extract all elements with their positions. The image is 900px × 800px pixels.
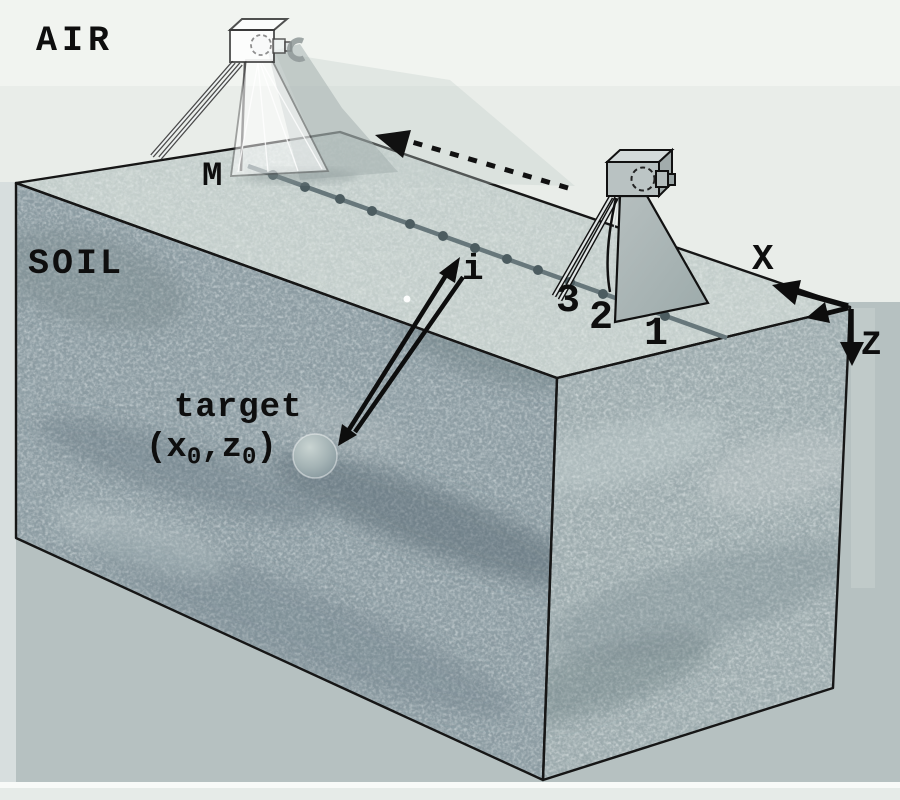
z-axis-arrow	[840, 309, 864, 366]
bottom-white-strip	[0, 782, 900, 788]
x-axis-label: X	[752, 239, 774, 280]
survey-position-2-label: 2	[589, 296, 614, 341]
coord-sub-z: 0	[242, 444, 257, 472]
air-region-label: AIR	[36, 21, 115, 61]
reflected-ray-arrow	[338, 275, 465, 446]
survey-position-m-label: M	[202, 158, 223, 196]
surface-fleck	[403, 295, 411, 303]
ghost-antenna	[150, 18, 330, 177]
survey-position-3-label: 3	[556, 279, 581, 324]
block-edges	[14, 130, 852, 782]
soil-region-label: SOIL	[28, 244, 125, 284]
z-axis-label: Z	[861, 327, 882, 365]
survey-position-1-label: 1	[644, 312, 669, 357]
antenna-connector-ring	[630, 166, 656, 192]
coord-open: (x	[146, 429, 187, 467]
target-coordinates-label: (x0,z0)	[146, 431, 277, 471]
soil-right-face	[543, 307, 850, 780]
coord-sub-x: 0	[186, 444, 202, 472]
scan-direction-arrowhead-icon	[375, 130, 411, 158]
ray-arrows	[338, 257, 465, 446]
antenna-cylinder-tip	[667, 173, 676, 186]
target-label: target	[174, 389, 303, 427]
sky-band	[0, 0, 900, 86]
horn-antenna	[551, 147, 710, 324]
antenna-cylinder	[655, 170, 669, 188]
front-edge-arrow	[806, 302, 849, 323]
ghost-cylinder	[272, 38, 286, 54]
coord-close: )	[256, 429, 277, 467]
ghost-connector-ring	[250, 34, 272, 56]
ray-index-label: i	[462, 249, 484, 290]
scan-direction-arrow	[375, 130, 569, 191]
coord-mid: ,z	[201, 429, 243, 467]
ghost-clamp	[287, 37, 306, 62]
bottom-strip	[0, 788, 900, 800]
incident-ray-arrow	[343, 257, 460, 438]
left-strip	[0, 182, 16, 784]
ghost-horn-rays	[237, 62, 323, 173]
coordinate-axes	[772, 280, 864, 366]
x-axis-arrow	[772, 280, 849, 309]
target-sphere	[292, 433, 338, 479]
